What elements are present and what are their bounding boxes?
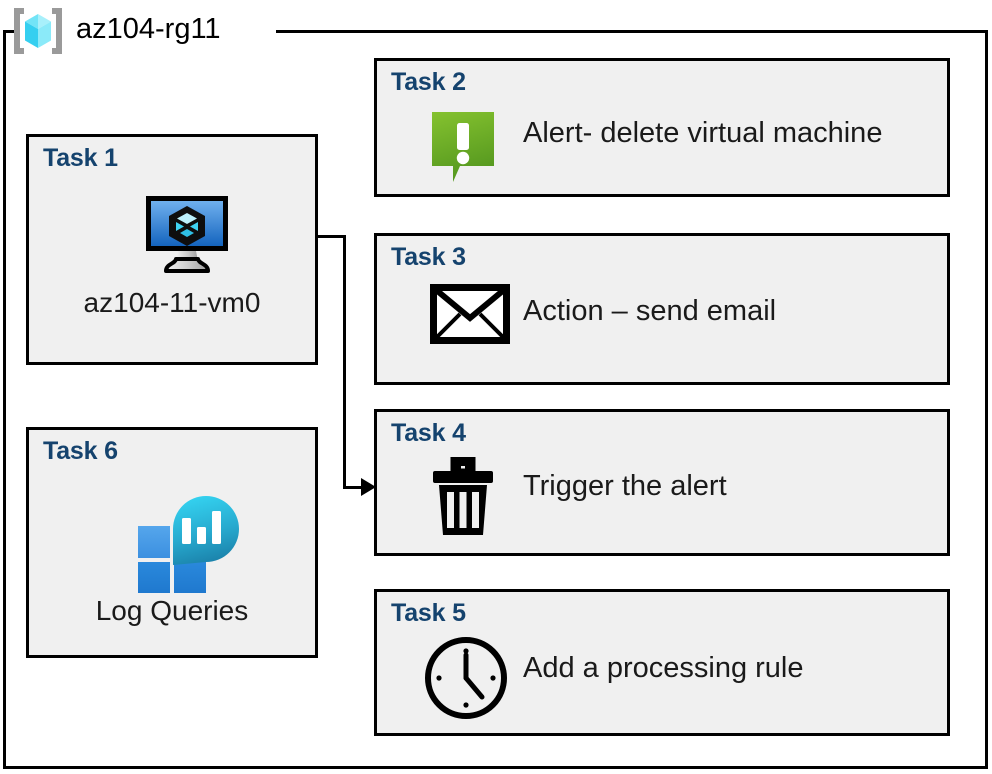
trash-can-icon: [429, 456, 497, 542]
connector-arrowhead-icon: [361, 478, 376, 496]
envelope-icon: [430, 284, 510, 349]
alert-exclamation-bubble-icon: [429, 109, 501, 190]
connector-segment-horizontal-bottom: [343, 486, 367, 489]
task-card-task4[interactable]: Task 4 Trigger the alert: [374, 409, 950, 556]
task-card-title: Task 3: [391, 243, 466, 271]
task-card-caption: Log Queries: [95, 595, 249, 626]
resource-group-container: [3, 30, 988, 769]
task-card-title: Task 1: [43, 144, 118, 172]
resource-group-header: az104-rg11: [10, 3, 221, 59]
task-card-task3[interactable]: Task 3 Action – send email: [374, 233, 950, 385]
log-analytics-icon: [129, 483, 249, 598]
task-card-title: Task 4: [391, 419, 466, 447]
virtual-machine-icon: [142, 193, 234, 280]
task-card-title: Task 6: [43, 437, 118, 465]
resource-group-name: az104-rg11: [76, 13, 221, 45]
task-card-label: Add a processing rule: [523, 652, 804, 684]
task-card-title: Task 2: [391, 68, 466, 96]
task-card-task2[interactable]: Task 2 Alert- delete virtual machine: [374, 58, 950, 197]
connector-segment-vertical: [343, 235, 346, 488]
task-card-label: Trigger the alert: [523, 470, 727, 502]
task-card-task5[interactable]: Task 5 Add a processing rule: [374, 589, 950, 736]
azure-resource-group-icon: [10, 5, 66, 57]
task-card-task1[interactable]: Task 1: [26, 134, 318, 365]
task-card-task6[interactable]: Task 6: [26, 427, 318, 658]
task-card-title: Task 5: [391, 599, 466, 627]
task-card-caption: az104-11-vm0: [83, 287, 261, 318]
clock-icon: [423, 635, 509, 726]
task-card-label: Action – send email: [523, 295, 777, 327]
task-card-label: Alert- delete virtual machine: [523, 117, 883, 149]
